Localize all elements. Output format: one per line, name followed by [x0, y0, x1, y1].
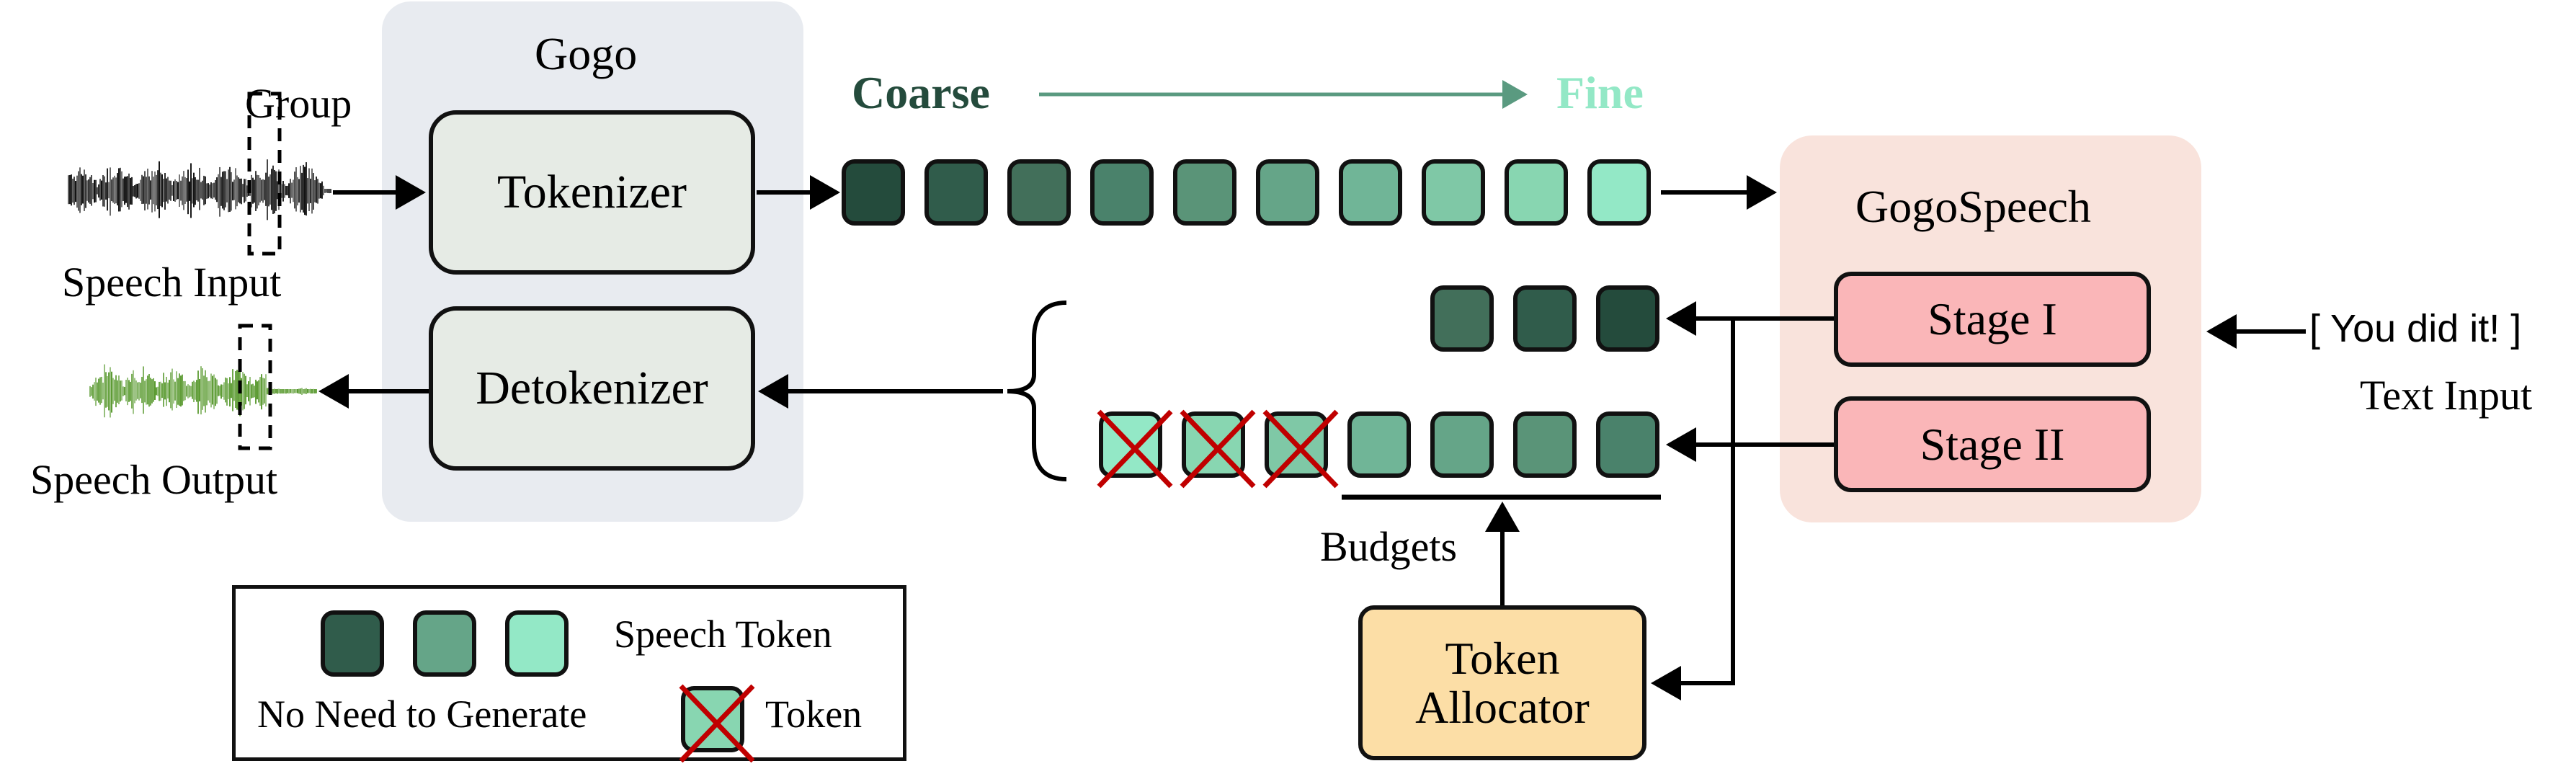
gogo-title: Gogo	[535, 28, 638, 79]
text-input-label: Text Input	[2360, 372, 2533, 419]
cross-icon	[1097, 409, 1173, 489]
stage1-token	[1596, 285, 1659, 352]
speech-input-label: Speech Input	[62, 259, 282, 306]
stage2-token	[1430, 411, 1494, 478]
stage2-token	[1596, 411, 1659, 478]
brace	[1007, 301, 1067, 481]
speech-token	[1256, 159, 1319, 226]
skipped-token	[1180, 409, 1256, 489]
speech-token	[924, 159, 988, 226]
speech-token	[1587, 159, 1651, 226]
tokenizer-label: Tokenizer	[497, 166, 687, 218]
token-allocator-box: Token Allocator	[1358, 605, 1646, 760]
speech-token	[1339, 159, 1402, 226]
stage1-box: Stage I	[1834, 272, 2151, 367]
cross-icon	[1180, 409, 1256, 489]
budgets-label: Budgets	[1320, 523, 1458, 570]
output-group-dashed-box	[238, 324, 272, 450]
tokenizer-box: Tokenizer	[429, 110, 755, 275]
speech-output-waveform	[89, 364, 317, 418]
speech-token	[1173, 159, 1236, 226]
stage1-token	[1513, 285, 1577, 352]
speech-input-waveform	[68, 159, 331, 221]
skipped-token	[1262, 409, 1339, 489]
stage2-token	[1513, 411, 1577, 478]
legend-speech-token	[321, 610, 384, 677]
token-allocator-line1: Token	[1445, 633, 1560, 685]
legend-speech-token	[505, 610, 569, 677]
stage2-label: Stage II	[1920, 418, 2065, 470]
legend-speech-token-label: Speech Token	[614, 613, 832, 656]
legend-speech-token	[413, 610, 476, 677]
token-allocator-line2: Allocator	[1415, 681, 1590, 733]
legend-no-need-label: No Need to Generate	[257, 693, 587, 736]
gogospeech-title: GogoSpeech	[1855, 181, 2092, 232]
cross-icon	[679, 684, 755, 763]
stage2-box: Stage II	[1834, 396, 2151, 492]
legend: Speech Token No Need to Generate Token	[232, 585, 906, 763]
group-dashed-box	[247, 92, 282, 256]
skipped-token	[1097, 409, 1173, 489]
cross-icon	[1262, 409, 1339, 489]
speech-token	[1505, 159, 1568, 226]
speech-token	[1007, 159, 1071, 226]
stage1-token	[1430, 285, 1494, 352]
speech-token	[1090, 159, 1154, 226]
speech-token	[1422, 159, 1485, 226]
stage2-token	[1347, 411, 1411, 478]
text-input-value: [ You did it! ]	[2309, 307, 2522, 350]
legend-token-label: Token	[765, 693, 863, 736]
detokenizer-label: Detokenizer	[476, 362, 708, 414]
speech-token	[842, 159, 905, 226]
coarse-label: Coarse	[852, 67, 990, 118]
fine-label: Fine	[1556, 67, 1644, 118]
detokenizer-box: Detokenizer	[429, 306, 755, 471]
speech-output-label: Speech Output	[30, 456, 278, 503]
arrow-stage1-to-allocator	[1651, 319, 1735, 700]
stage1-label: Stage I	[1927, 293, 2057, 344]
group-label: Group	[245, 80, 352, 127]
legend-crossed-token	[679, 684, 755, 763]
